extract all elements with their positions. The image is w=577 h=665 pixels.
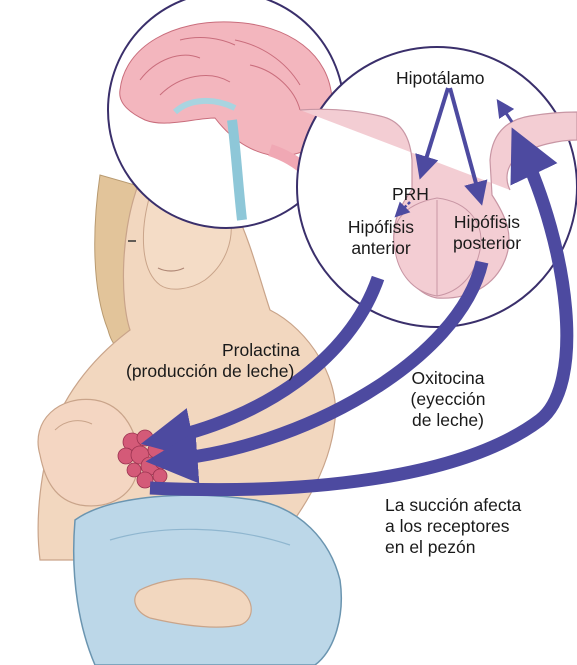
label-hypothalamus: Hipotálamo bbox=[396, 68, 485, 89]
label-anterior-line2: anterior bbox=[340, 238, 422, 259]
label-oxytocin-line3: de leche) bbox=[398, 410, 498, 431]
label-oxytocin-line2: (eyección bbox=[398, 389, 498, 410]
label-prh: PRH bbox=[392, 184, 429, 205]
label-posterior-line2: posterior bbox=[444, 233, 530, 254]
label-suckling: La succión afecta a los receptores en el… bbox=[385, 495, 521, 558]
label-suckling-line2: a los receptores bbox=[385, 516, 521, 537]
label-oxytocin-line1: Oxitocina bbox=[398, 368, 498, 389]
label-oxytocin: Oxitocina (eyección de leche) bbox=[398, 368, 498, 431]
label-suckling-line3: en el pezón bbox=[385, 537, 521, 558]
label-prolactin-line2: (producción de leche) bbox=[126, 361, 294, 382]
label-prolactin-line1: Prolactina bbox=[222, 340, 300, 361]
label-suckling-line1: La succión afecta bbox=[385, 495, 521, 516]
label-posterior-pituitary: Hipófisis posterior bbox=[444, 212, 530, 254]
label-anterior-pituitary: Hipófisis anterior bbox=[340, 217, 422, 259]
label-anterior-line1: Hipófisis bbox=[340, 217, 422, 238]
label-posterior-line1: Hipófisis bbox=[444, 212, 530, 233]
